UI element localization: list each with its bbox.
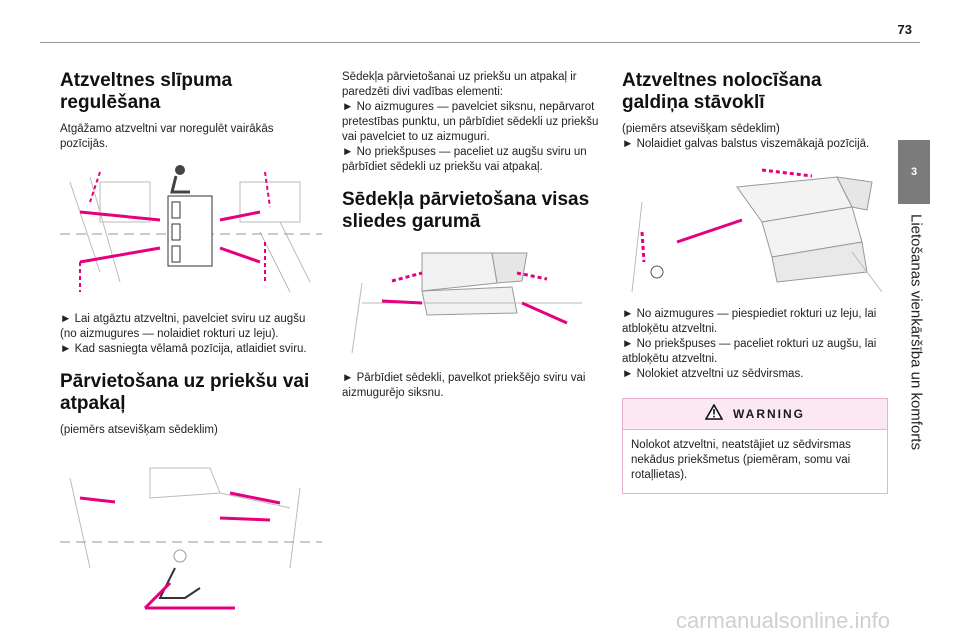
- slide-rail-illustration: [342, 243, 604, 361]
- chapter-title: Lietošanas vienkāršība un komforts: [907, 214, 925, 450]
- header-rule: [40, 42, 920, 43]
- paragraph: ► Nolokiet atzveltni uz sēdvirsmas.: [622, 368, 804, 380]
- paragraph: ► Kad sasniegta vēlamā pozīcija, atlaidi…: [60, 343, 307, 355]
- paragraph: ► No priekšpuses — paceliet uz augšu svi…: [342, 146, 587, 173]
- section-title-table: Atzveltnes nolocīšana galdiņa stāvoklī: [622, 70, 822, 113]
- column-2: Sēdekļa pārvietošanai uz priekšu un atpa…: [342, 70, 604, 401]
- paragraph: ► No aizmugures — piespiediet rokturi uz…: [622, 308, 877, 335]
- paragraph: (piemērs atsevišķam sēdeklim): [622, 123, 780, 135]
- paragraph: Atgāžamo atzveltni var noregulēt vairākā…: [60, 123, 274, 150]
- chapter-number: 3: [910, 166, 918, 178]
- warning-title: WARNING: [733, 407, 805, 421]
- page-number: 73: [897, 22, 912, 37]
- footer-watermark: carmanualsonline.info: [675, 608, 890, 633]
- paragraph: ► Lai atgāztu atzveltni, pavelciet sviru…: [60, 313, 306, 340]
- section-title-slide: Sēdekļa pārvietošana visas sliedes garum…: [342, 189, 590, 232]
- table-position-illustration: [622, 162, 888, 297]
- warning-box: WARNING Nolokot atzveltni, neatstājiet u…: [622, 398, 888, 494]
- warning-text: Nolokot atzveltni, neatstājiet uz sēdvir…: [631, 439, 851, 481]
- warning-header: WARNING: [623, 399, 887, 430]
- paragraph: ► No aizmugures — pavelciet siksnu, nepā…: [342, 101, 599, 143]
- paragraph: ► Pārbīdiet sēdekli, pavelkot priekšējo …: [342, 372, 586, 399]
- warning-triangle-icon: [704, 402, 724, 425]
- recline-illustration: [60, 162, 322, 302]
- paragraph: Sēdekļa pārvietošanai uz priekšu un atpa…: [342, 71, 577, 98]
- column-3: Atzveltnes nolocīšana galdiņa stāvoklī (…: [622, 70, 888, 494]
- paragraph: ► Nolaidiet galvas balstus viszemākajā p…: [622, 138, 870, 150]
- column-1: Atzveltnes slīpuma regulēšana Atgāžamo a…: [60, 70, 322, 623]
- section-title-recline: Atzveltnes slīpuma regulēšana: [60, 70, 233, 113]
- chapter-tab[interactable]: 3: [898, 140, 930, 204]
- section-title-move: Pārvietošana uz priekšu vai atpakaļ: [60, 371, 310, 414]
- chapter-title-vertical: Lietošanas vienkāršība un komforts: [896, 214, 936, 474]
- paragraph: (piemērs atsevišķam sēdeklim): [60, 424, 218, 436]
- paragraph: ► No priekšpuses — paceliet rokturi uz a…: [622, 338, 877, 365]
- move-seat-illustration: [60, 448, 322, 613]
